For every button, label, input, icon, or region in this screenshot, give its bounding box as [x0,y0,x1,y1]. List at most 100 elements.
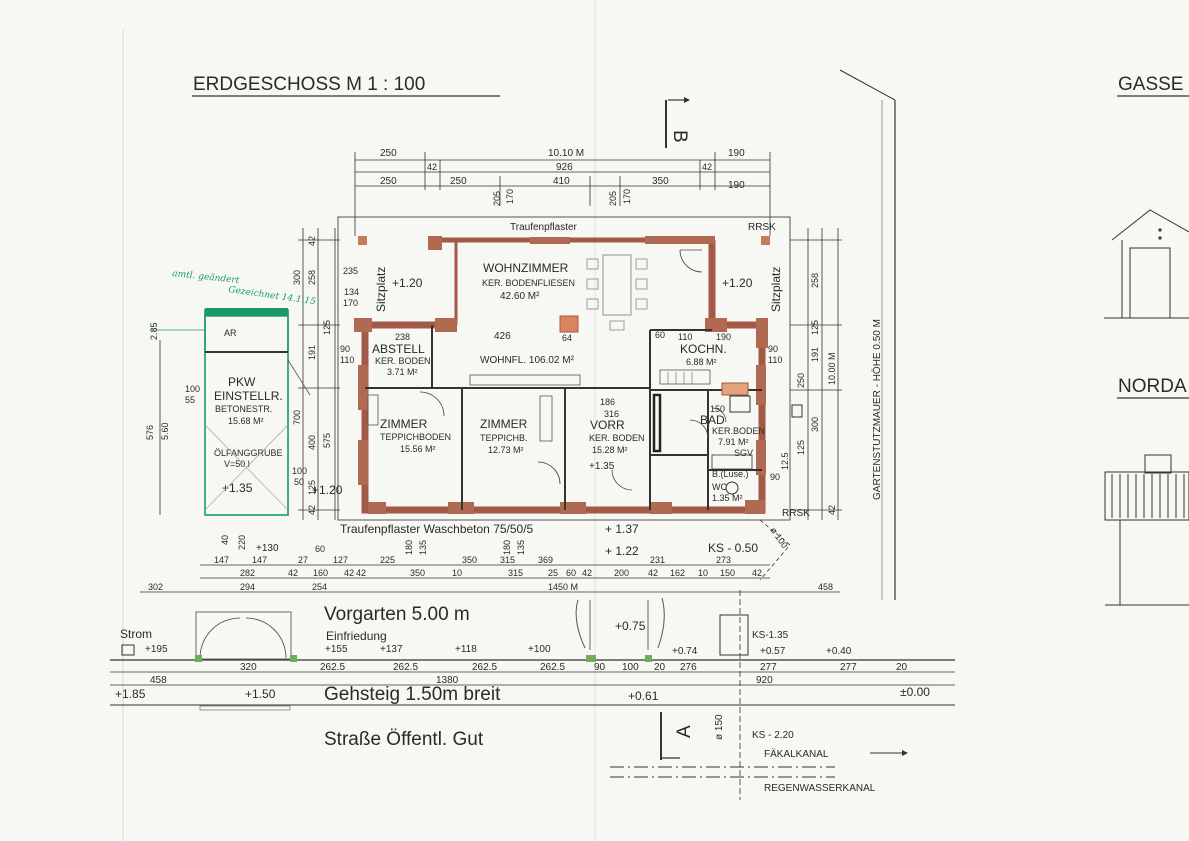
faekalkanal-label: FÄKALKANAL [764,748,829,760]
dim-label: 12.5 [780,452,790,470]
dim-label: 5.60 [160,422,170,440]
dim-label: 170 [622,189,632,204]
level-road: +1.50 [245,687,276,701]
dim-label: 205 [608,191,618,206]
room-area-kuechen: 6.88 M² [686,357,717,367]
dim-label: 400 [307,435,317,450]
fence-post [195,655,202,662]
level-sitzplatz-left: +1.20 [392,276,423,290]
dim-label: 2.85 [149,322,159,340]
dim-label: 273 [716,555,731,565]
handwritten-note-amended: amtl. geändert [172,269,240,286]
dim-label: 125 [322,320,332,335]
dim-label: 250 [380,176,397,187]
fireplace [559,315,579,333]
dim-label: 220 [237,535,247,550]
balcony-railing [1111,474,1185,518]
dim-label: 458 [150,675,167,686]
level-fence: +0.57 [760,646,786,657]
chimney-flue [721,382,749,396]
dining-table [602,254,632,316]
dim-label: 920 [756,675,773,686]
level-fence: +100 [528,644,551,655]
dim-label: 110 [340,355,354,365]
dim-label: 162 [670,568,685,578]
room-floor-wohnzimmer: KER. BODENFLIESEN [482,278,575,288]
plant-sketch [657,597,665,649]
fence-post [586,655,596,662]
dim-label: 575 [322,433,332,448]
dim-label: 302 [148,582,163,592]
room-floor-garage: BETONESTR. [215,404,272,414]
sgv-label: SGV [734,448,753,458]
room-name-ar: AR [224,328,237,338]
dim-label: 250 [796,373,806,388]
ks-050-label: KS - 0.50 [708,541,758,555]
room-name-wohnzimmer: WOHNZIMMER [483,261,569,275]
built-in-shelf [469,374,581,386]
fence-post [290,655,297,662]
dim-label: 100 [292,466,307,476]
kitchen-counter [659,369,711,385]
level-vorgarten-path: +0.75 [615,619,646,633]
dim-label: 60 [566,568,576,578]
dim-label: 27 [298,555,308,565]
dim-label: 125 [810,320,820,335]
room-name-zimmer-1: ZIMMER [380,417,428,431]
dim-label: 42 [582,568,592,578]
vorgarten-label: Vorgarten 5.00 m [324,604,470,625]
dim-label: 369 [538,555,553,565]
level-sitzplatz-right: +1.20 [722,276,753,290]
wall-pier [435,318,457,332]
dim-label: 1450 M [548,582,578,592]
dim-label: 458 [818,582,833,592]
traufenpflaster-top-label: Traufenpflaster [510,222,578,233]
dim-label: 254 [312,582,327,592]
downpipe-marker [761,236,770,245]
window-jamb [358,365,368,410]
dim-label: 315 [508,568,523,578]
dim-label: 42 [307,505,317,515]
dim-label: 180 [502,540,512,555]
door-swings [419,249,727,491]
dim-label: 160 [313,568,328,578]
dim-label: 231 [650,555,665,565]
dim-label: 127 [333,555,348,565]
room-name-kuechen: KOCHN. [680,342,727,356]
rrsk-bottom-label: RRSK [782,508,810,519]
dim-label: 235 [343,266,358,276]
room-area-abstell: 3.71 M² [387,367,418,377]
window-jamb [358,440,368,485]
level-fence: +0.40 [826,646,852,657]
power-box [121,644,135,656]
dim-label: 10 [452,568,462,578]
side-title-norda: NORDA [1118,376,1187,397]
traufenpflaster-outline [337,216,791,521]
wall-pier [560,502,586,514]
dim-label: 42 [344,568,354,578]
vent-icon [1158,228,1162,232]
room-name-garage: PKW [228,375,256,389]
wall-pier [650,502,672,514]
level-garage-side: +1.20 [312,483,343,497]
washbasin [729,395,751,413]
wall-pier [745,500,765,514]
garden-wall-label: GARTENSTUTZMAUER - HÖHE 0.50 M [871,319,883,500]
left-dimension-chain [298,228,340,520]
garage-wall-top [205,308,288,316]
section-arrow-b-head [684,97,690,103]
level-entrance-top: + 1.37 [605,522,639,536]
dim-label: 110 [678,332,692,342]
dim-label: 170 [343,298,358,308]
ks-220-label: KS - 2.20 [752,730,794,741]
level-fence: +155 [325,644,348,655]
dim-label: 350 [652,176,669,187]
wardrobe [367,394,379,426]
room-area-garage: 15.68 M² [228,416,264,426]
regenwasserkanal-label: REGENWASSERKANAL [764,783,876,794]
interior-partitions [365,325,762,510]
dim-label: 700 [292,410,302,425]
wall-pier [756,318,768,348]
chimney-label: 64 [562,333,572,343]
dim-label: 410 [553,176,570,187]
